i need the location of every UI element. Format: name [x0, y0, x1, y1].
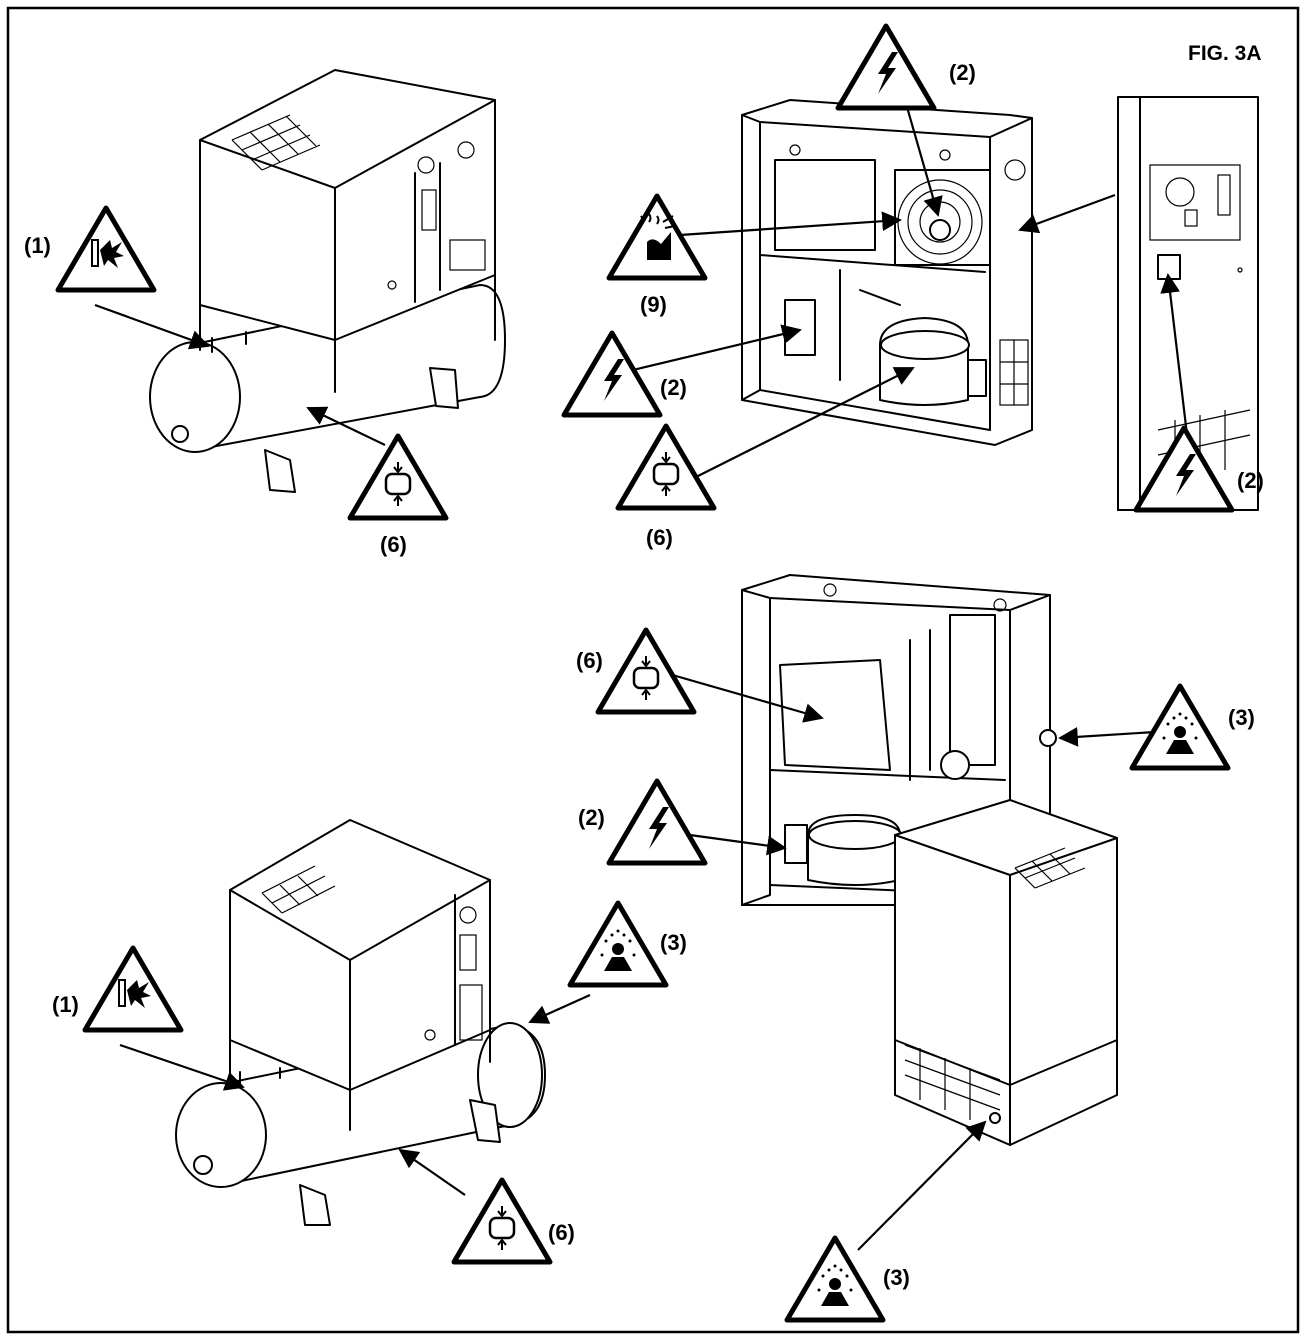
- compressed-air-warning-icon: [787, 1238, 883, 1320]
- pressure-vessel-warning-icon: [454, 1180, 550, 1262]
- label-dryer-fan-electric: (2): [949, 60, 976, 85]
- explosion-warning-icon: [85, 948, 181, 1030]
- label-dryer-fan-hot: (9): [640, 292, 667, 317]
- pressure-vessel-warning-icon: [618, 426, 714, 508]
- label-tank-top-explosion: (1): [24, 233, 51, 258]
- explosion-warning-icon: [58, 208, 154, 290]
- label-tank-bottom-pressure: (6): [548, 1220, 575, 1245]
- figure-title: FIG. 3A: [1188, 42, 1262, 65]
- label-rear-dryer-outlet-air: (3): [1228, 705, 1255, 730]
- tank-compressor-bottom: [175, 819, 546, 1226]
- compressed-air-warning-icon: [1132, 686, 1228, 768]
- hot-surface-warning-icon: [609, 196, 705, 278]
- electric-shock-warning-icon: [564, 333, 660, 415]
- label-rear-dryer-electric: (2): [578, 805, 605, 830]
- tank-compressor-top: [149, 69, 506, 493]
- label-panel-switch-electric: (2): [1237, 468, 1264, 493]
- pressure-vessel-warning-icon: [350, 436, 446, 518]
- label-dryer-compressor-pressure: (6): [646, 525, 673, 550]
- small-dryer-box: [894, 799, 1118, 1146]
- pressure-vessel-warning-icon: [598, 630, 694, 712]
- dryer-open-view: [741, 99, 1033, 446]
- label-tank-bottom-explosion: (1): [52, 992, 79, 1017]
- label-rear-dryer-pressure: (6): [576, 648, 603, 673]
- label-tank-top-pressure: (6): [380, 532, 407, 557]
- compressed-air-warning-icon: [570, 903, 666, 985]
- label-small-dryer-air: (3): [883, 1265, 910, 1290]
- electric-shock-warning-icon: [609, 781, 705, 863]
- label-tank-bottom-air: (3): [660, 930, 687, 955]
- electric-shock-warning-icon: [838, 26, 934, 108]
- figure-border: [6, 6, 1300, 1334]
- label-dryer-valve-electric: (2): [660, 375, 687, 400]
